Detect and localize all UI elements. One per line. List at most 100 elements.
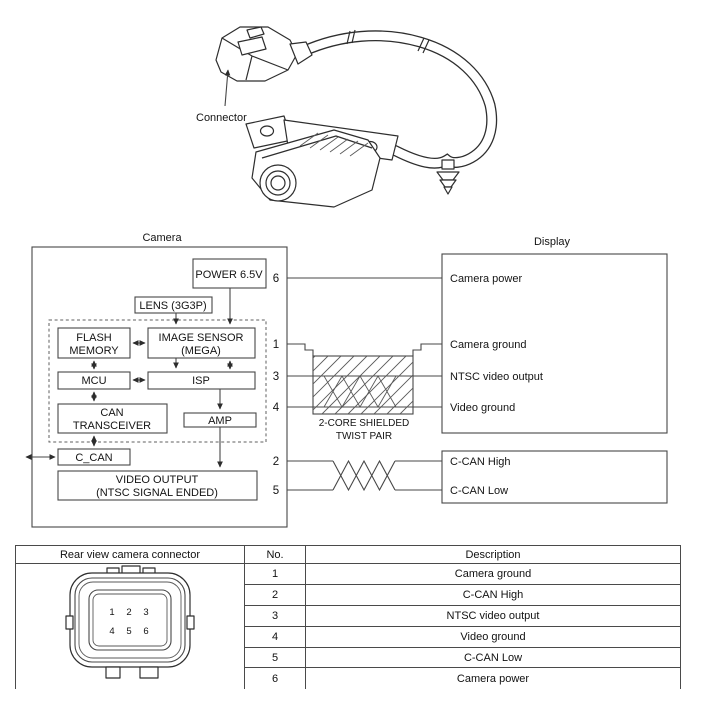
- can-twist-a: [332, 459, 396, 492]
- harness-clip: [436, 159, 460, 195]
- signal-video-ground: Video ground: [450, 402, 515, 414]
- harness-wiring: 2-CORE SHIELDED TWIST PAIR: [287, 277, 442, 492]
- table-row-description: NTSC video output: [306, 605, 680, 627]
- harness-connector: [215, 26, 313, 82]
- pin-6: 6: [273, 273, 279, 285]
- connector-face: 1 2 3 4 5 6: [65, 565, 195, 679]
- power-label: POWER 6.5V: [195, 269, 263, 281]
- face-pin-4: 4: [109, 626, 114, 637]
- lens-label: LENS (3G3P): [139, 300, 206, 312]
- isp-block: [147, 371, 256, 390]
- pin-3: 3: [273, 371, 279, 383]
- pin-4: 4: [273, 402, 280, 414]
- signal-ntsc-video-output: NTSC video output: [450, 371, 543, 383]
- table-header-no: No.: [245, 546, 306, 564]
- wire-1-left: [287, 343, 314, 356]
- table-row-no: 5: [245, 647, 306, 669]
- table-header-description: Description: [306, 546, 680, 564]
- connector-side-notch-right: [186, 615, 195, 630]
- face-pin-1: 1: [109, 607, 114, 618]
- camera-harness-illustration: Connector: [196, 26, 498, 208]
- c-can-label: C_CAN: [75, 452, 112, 464]
- table-row-no: 6: [245, 668, 306, 690]
- table-row-no: 3: [245, 605, 306, 627]
- display-block-diagram: Display Camera power Camera ground NTSC …: [441, 236, 668, 504]
- image-sensor-label-1: IMAGE SENSOR: [159, 332, 244, 344]
- pin-2: 2: [273, 456, 279, 468]
- image-sensor-label-2: (MEGA): [181, 345, 221, 357]
- flash-memory-block: [57, 327, 131, 359]
- video-output-label-1: VIDEO OUTPUT: [116, 474, 199, 486]
- pin-5: 5: [273, 485, 279, 497]
- face-pin-5: 5: [126, 626, 131, 637]
- table-row-no: 4: [245, 626, 306, 648]
- lens-block: [134, 296, 213, 314]
- flash-label-1: FLASH: [76, 332, 112, 344]
- table-row-description: C-CAN Low: [306, 647, 680, 669]
- camera-body: [245, 115, 399, 208]
- shield-twist-b: [323, 375, 397, 408]
- shield-box: [312, 355, 414, 415]
- table-row-no: 2: [245, 584, 306, 606]
- can-twist-b: [332, 459, 396, 492]
- table-row-no: 1: [245, 564, 306, 585]
- power-block: [192, 258, 267, 289]
- signal-c-can-high: C-CAN High: [450, 456, 511, 468]
- harness-cable: [298, 30, 498, 169]
- table-row-description: Camera ground: [306, 564, 680, 585]
- connector-callout-arrow: [224, 69, 231, 107]
- camera-box: [31, 246, 288, 528]
- mcu-block: [57, 371, 131, 390]
- connector-side-notch-left: [65, 615, 74, 630]
- connector-cavity-outer: [88, 589, 172, 651]
- camera-title: Camera: [142, 232, 182, 244]
- table-row-description: C-CAN High: [306, 584, 680, 606]
- face-pin-3: 3: [143, 607, 148, 618]
- image-sensor-block: [147, 327, 256, 359]
- mcu-label: MCU: [81, 375, 106, 387]
- connector-pin-numbers: 1 2 3 4 5 6: [109, 607, 148, 637]
- c-can-block: [57, 448, 131, 466]
- connector-face-drawing: 1 2 3 4 5 6: [65, 565, 195, 679]
- shield-hatching: [313, 356, 413, 414]
- block-arrows: [25, 288, 233, 468]
- connector-bottom-tab: [105, 666, 121, 679]
- signal-c-can-low: C-CAN Low: [450, 485, 508, 497]
- display-title: Display: [534, 236, 571, 248]
- cable-sleeve-marks: [346, 29, 430, 54]
- shield-label-1: 2-CORE SHIELDED: [319, 418, 410, 429]
- can-transceiver-label-2: TRANSCEIVER: [73, 420, 151, 432]
- pin-1: 1: [273, 339, 279, 351]
- connector-outline-outer: [69, 572, 191, 668]
- signal-camera-power: Camera power: [450, 273, 522, 285]
- connector-callout-label: Connector: [196, 112, 247, 124]
- amp-block: [183, 412, 257, 428]
- soc-dashed-box: [48, 319, 267, 443]
- face-pin-2: 2: [126, 607, 131, 618]
- table-row-description: Camera power: [306, 668, 680, 690]
- face-pin-6: 6: [143, 626, 148, 637]
- connector-outline-mid: [74, 577, 186, 663]
- connector-outline-inner: [78, 581, 182, 659]
- video-output-label-2: (NTSC SIGNAL ENDED): [96, 487, 218, 499]
- pin-description-table: Rear view camera connector No. Descripti…: [15, 545, 681, 690]
- flash-label-2: MEMORY: [69, 345, 119, 357]
- wire-1-right: [412, 343, 442, 356]
- isp-label: ISP: [192, 375, 210, 387]
- connector-face-cell: 1 2 3 4 5 6: [16, 564, 245, 690]
- pin-numbers: 6 1 3 4 2 5: [273, 273, 280, 497]
- connector-cavity-inner: [92, 593, 168, 647]
- can-transceiver-label-1: CAN: [100, 407, 123, 419]
- video-output-block: [57, 470, 258, 501]
- shield-twist-a: [323, 375, 397, 408]
- shield-label-2: TWIST PAIR: [336, 431, 392, 442]
- display-box: [441, 253, 668, 434]
- table-header-connector: Rear view camera connector: [16, 546, 245, 564]
- signal-camera-ground: Camera ground: [450, 339, 526, 351]
- camera-block-diagram: Camera POWER 6.5V LENS (3G3P) FLASH MEMO…: [25, 232, 288, 528]
- amp-label: AMP: [208, 415, 232, 427]
- can-transceiver-block: [57, 403, 168, 434]
- c-can-signal-box: [441, 450, 668, 504]
- connector-bottom-tab: [139, 666, 159, 679]
